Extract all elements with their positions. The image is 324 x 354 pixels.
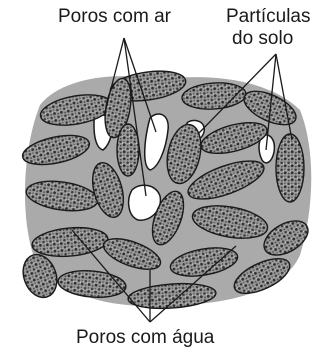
water-pores-label: Poros com água <box>76 327 214 349</box>
soil-particle <box>276 134 304 202</box>
soil-particles-label-line1: Partículas <box>226 6 310 28</box>
soil-particle <box>117 124 139 176</box>
soil-particles-label-line2: do solo <box>232 28 293 50</box>
air-pores-label: Poros com ar <box>58 6 171 28</box>
